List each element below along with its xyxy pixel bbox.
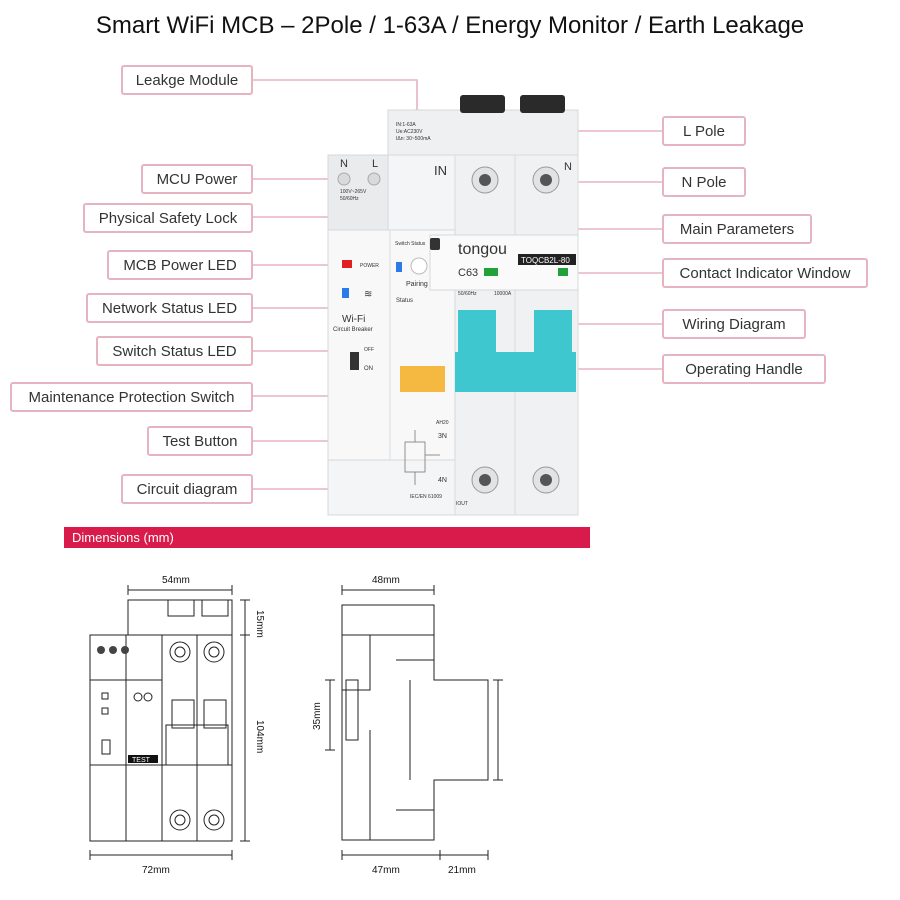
callout-mcb-power-led: MCB Power LED [107, 250, 253, 280]
front-test-label: TEST [132, 757, 151, 764]
off-label: OFF [364, 347, 374, 353]
mcb-device-illustration: IN:1-63A Ue:AC230V IΔn: 30~500mA N L 100… [327, 95, 579, 516]
n4-label: 4N [438, 477, 447, 484]
callout-n-pole: N Pole [662, 167, 746, 197]
side-top-width: 48mm [372, 575, 400, 586]
maintenance-switch [350, 352, 359, 370]
mcu-freq: 50/60Hz [340, 196, 359, 202]
power-led-label: POWER [360, 263, 379, 269]
page-title: Smart WiFi MCB – 2Pole / 1-63A / Energy … [95, 12, 805, 39]
callout-mcu-power: MCU Power [141, 164, 253, 194]
dimensions-banner: Dimensions (mm) [64, 527, 590, 548]
iout-label: IOUT [456, 501, 468, 507]
callout-physical-safety-lock: Physical Safety Lock [83, 203, 253, 233]
callout-l-pole: L Pole [662, 116, 746, 146]
in-label: IN [434, 163, 447, 178]
callout-network-status-led: Network Status LED [86, 293, 253, 323]
wifi-label: Wi-Fi [342, 314, 365, 325]
callout-operating-handle: Operating Handle [662, 354, 826, 384]
contact-indicator-green [484, 268, 498, 276]
brand-label: tongou [458, 241, 507, 258]
circuit-breaker-label: Circuit Breaker [333, 327, 373, 333]
callout-circuit-diagram: Circuit diagram [121, 474, 253, 504]
power-led [342, 260, 352, 268]
status-label: Status [396, 298, 413, 304]
contact-indicator-window [558, 268, 568, 276]
leak-line3: IΔn: 30~500mA [396, 136, 431, 142]
side-left-height: 35mm [312, 702, 323, 730]
callout-maintenance-protection-switch: Maintenance Protection Switch [10, 382, 253, 412]
wifi-glyph: ≋ [364, 289, 372, 300]
capacity-label: 10000A [494, 291, 512, 297]
pairing-label: Pairing [406, 281, 428, 288]
leak-line1: IN:1-63A [396, 122, 416, 128]
front-top-width: 54mm [162, 575, 190, 586]
network-led [342, 288, 349, 298]
front-height: 104mm [254, 720, 265, 753]
front-test-button [128, 755, 158, 763]
switch-status-label: Switch Status [395, 241, 426, 247]
n-pole-label: N [564, 161, 572, 173]
side-extra-width: 21mm [448, 865, 476, 876]
rating-label: C63 [458, 267, 478, 279]
model-label: TOQCB2L-80 [521, 256, 570, 265]
mcu-n-label: N [340, 158, 348, 170]
callout-main-parameters: Main Parameters [662, 214, 812, 244]
freq-label: 50/60Hz [458, 291, 477, 297]
operating-handle [455, 352, 576, 392]
callout-switch-status-led: Switch Status LED [96, 336, 253, 366]
front-bottom-width: 72mm [142, 865, 170, 876]
circuit-diagram [404, 430, 440, 485]
mcu-voltage: 100V~265V [340, 189, 367, 195]
callout-test-button: Test Button [147, 426, 253, 456]
mcu-l-label: L [372, 158, 378, 170]
switch-status-led [396, 262, 402, 272]
leak-line2: Ue:AC230V [396, 129, 423, 135]
side-view-drawing: 48mm 47mm 21mm 35mm 45mm [312, 575, 510, 876]
front-view-drawing: TEST 54mm 72mm 15mm 104mm [89, 575, 265, 876]
n3-label: 3N [438, 433, 447, 440]
ah20-label: AH20 [436, 420, 449, 426]
lock-icon [430, 238, 440, 250]
side-right-height: 45mm [509, 715, 510, 743]
side-bottom-width: 47mm [372, 865, 400, 876]
standard-label: IEC/EN 61009 [410, 494, 442, 500]
on-label: ON [364, 366, 373, 372]
pairing-button [410, 257, 428, 275]
callout-leakage-module: Leakge Module [121, 65, 253, 95]
test-button [400, 366, 445, 392]
callout-contact-indicator-window: Contact Indicator Window [662, 258, 868, 288]
front-top-height: 15mm [254, 610, 265, 638]
callout-wiring-diagram: Wiring Diagram [662, 309, 806, 339]
